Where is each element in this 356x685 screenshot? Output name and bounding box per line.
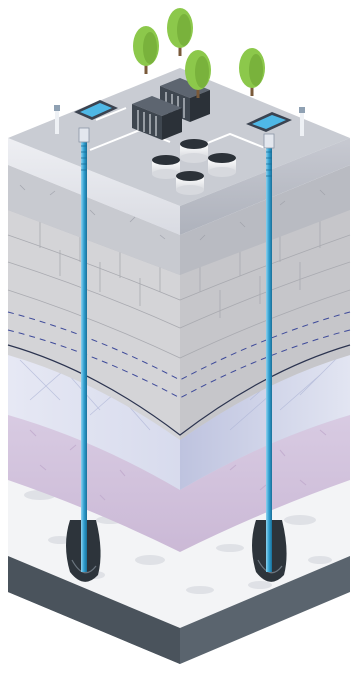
storage-tank-icon (176, 171, 204, 195)
tree-icon (167, 8, 193, 56)
storage-tank-icon (208, 153, 236, 177)
storage-tank-icon (180, 139, 208, 163)
tree-icon (133, 26, 159, 74)
drill-bit-icon (252, 510, 287, 582)
storage-tank-icon (152, 155, 180, 179)
drill-bit-icon (66, 510, 101, 582)
tree-icon (239, 48, 265, 96)
